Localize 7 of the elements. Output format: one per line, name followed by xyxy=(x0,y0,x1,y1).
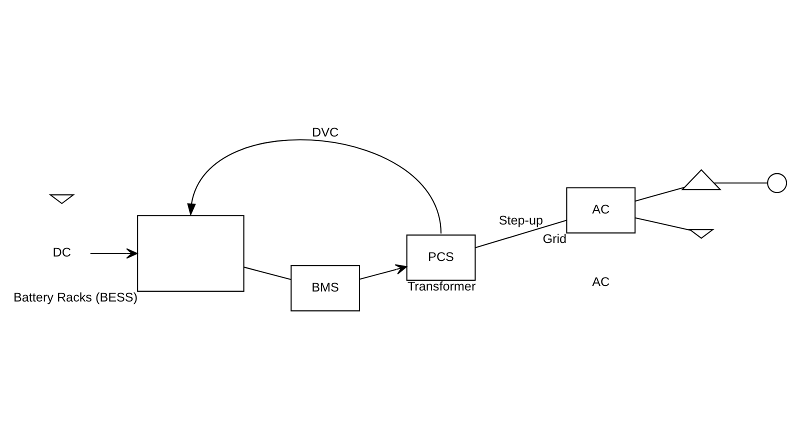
node-label: Battery Racks (BESS) xyxy=(14,290,138,304)
edge-label: DVC xyxy=(312,124,339,139)
node-text: DC xyxy=(52,245,71,260)
node-label: Grid xyxy=(542,232,567,246)
node-label: Transformer xyxy=(407,278,476,293)
edge-label: Step-up xyxy=(498,213,544,228)
label: AC xyxy=(592,274,610,289)
